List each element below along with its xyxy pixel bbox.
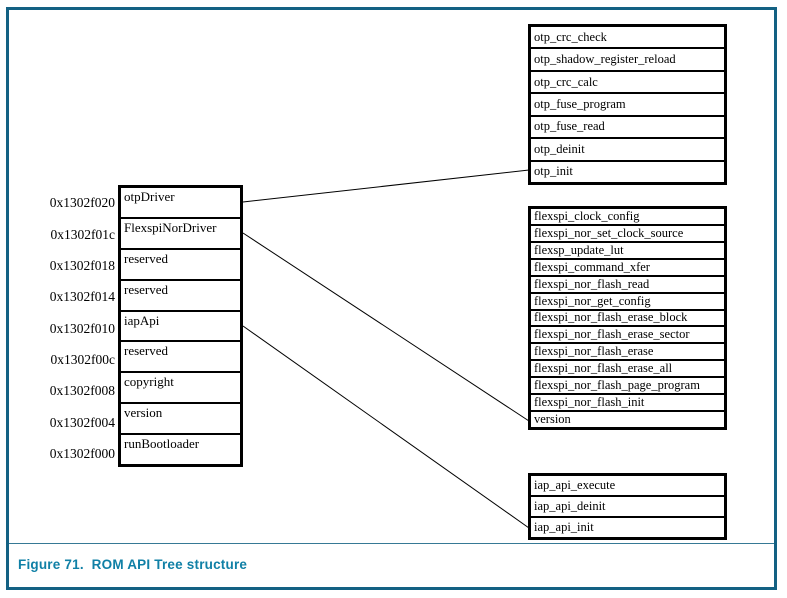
iap-function-row: iap_api_execute: [531, 476, 724, 497]
memory-address-label: 0x1302f010: [49, 320, 115, 336]
flexspi-nor-driver-function-table: flexspi_clock_config flexspi_nor_set_clo…: [528, 206, 727, 430]
flexspi-function-row: flexspi_nor_get_config: [531, 294, 724, 311]
flexspi-function-row: flexspi_nor_flash_erase_block: [531, 311, 724, 328]
memory-address-label: 0x1302f00c: [50, 351, 116, 367]
iap-function-row: iap_api_init: [534, 520, 594, 534]
flexspi-function-row: flexspi_nor_flash_read: [531, 277, 724, 294]
otp-function-row: otp_fuse_program: [531, 94, 724, 117]
memory-address-label: 0x1302f01c: [50, 226, 116, 242]
flexspi-function-row: flexsp_update_lut: [531, 243, 724, 260]
rom-api-table: otpDriver FlexspiNorDriver reserved rese…: [118, 185, 243, 467]
otp-function-row: otp_init: [534, 164, 573, 179]
otp-function-row: otp_fuse_read: [531, 117, 724, 140]
memory-address-label: 0x1302f000: [49, 445, 115, 461]
memory-address-label: 0x1302f008: [49, 383, 115, 399]
otp-function-row: otp_deinit: [531, 139, 724, 162]
flexspi-function-row: flexspi_nor_flash_page_program: [531, 378, 724, 396]
rom-api-table-row: FlexspiNorDriver: [121, 219, 240, 250]
rom-api-table-row: version: [121, 404, 240, 436]
flexspi-function-row: flexspi_nor_flash_erase_all: [531, 361, 724, 379]
address-column: 0x1302f020 0x1302f01c 0x1302f018 0x1302f…: [40, 185, 115, 467]
memory-address-label: 0x1302f020: [49, 195, 115, 211]
rom-api-table-row: reserved: [121, 281, 240, 312]
iap-function-row: iap_api_deinit: [531, 497, 724, 518]
otp-function-row: otp_crc_check: [531, 27, 724, 50]
flexspi-function-row: flexspi_nor_flash_init: [531, 395, 724, 413]
rom-api-table-row: reserved: [121, 250, 240, 281]
rom-api-table-row: otpDriver: [121, 188, 240, 219]
otp-function-row: otp_crc_calc: [531, 72, 724, 95]
flexspi-function-row: flexspi_command_xfer: [531, 260, 724, 277]
flexspi-function-row: flexspi_nor_flash_erase_sector: [531, 327, 724, 345]
memory-address-label: 0x1302f018: [49, 257, 115, 273]
rom-api-table-row: copyright: [121, 373, 240, 405]
flexspi-function-row: flexspi_nor_set_clock_source: [531, 226, 724, 243]
figure-caption: Figure 71. ROM API Tree structure: [18, 557, 248, 572]
flexspi-function-row: flexspi_clock_config: [531, 209, 724, 226]
otp-function-row: otp_shadow_register_reload: [531, 49, 724, 72]
caption-separator-line: [9, 543, 774, 544]
rom-api-table-row: reserved: [121, 342, 240, 374]
otp-driver-function-table: otp_crc_check otp_shadow_register_reload…: [528, 24, 727, 185]
flexspi-function-row: version: [534, 412, 571, 427]
memory-address-label: 0x1302f014: [49, 289, 115, 305]
memory-address-label: 0x1302f004: [49, 414, 115, 430]
rom-api-table-row: runBootloader: [124, 436, 200, 452]
rom-api-table-row: iapApi: [121, 312, 240, 343]
iap-api-function-table: iap_api_execute iap_api_deinit iap_api_i…: [528, 473, 727, 540]
flexspi-function-row: flexspi_nor_flash_erase: [531, 344, 724, 362]
